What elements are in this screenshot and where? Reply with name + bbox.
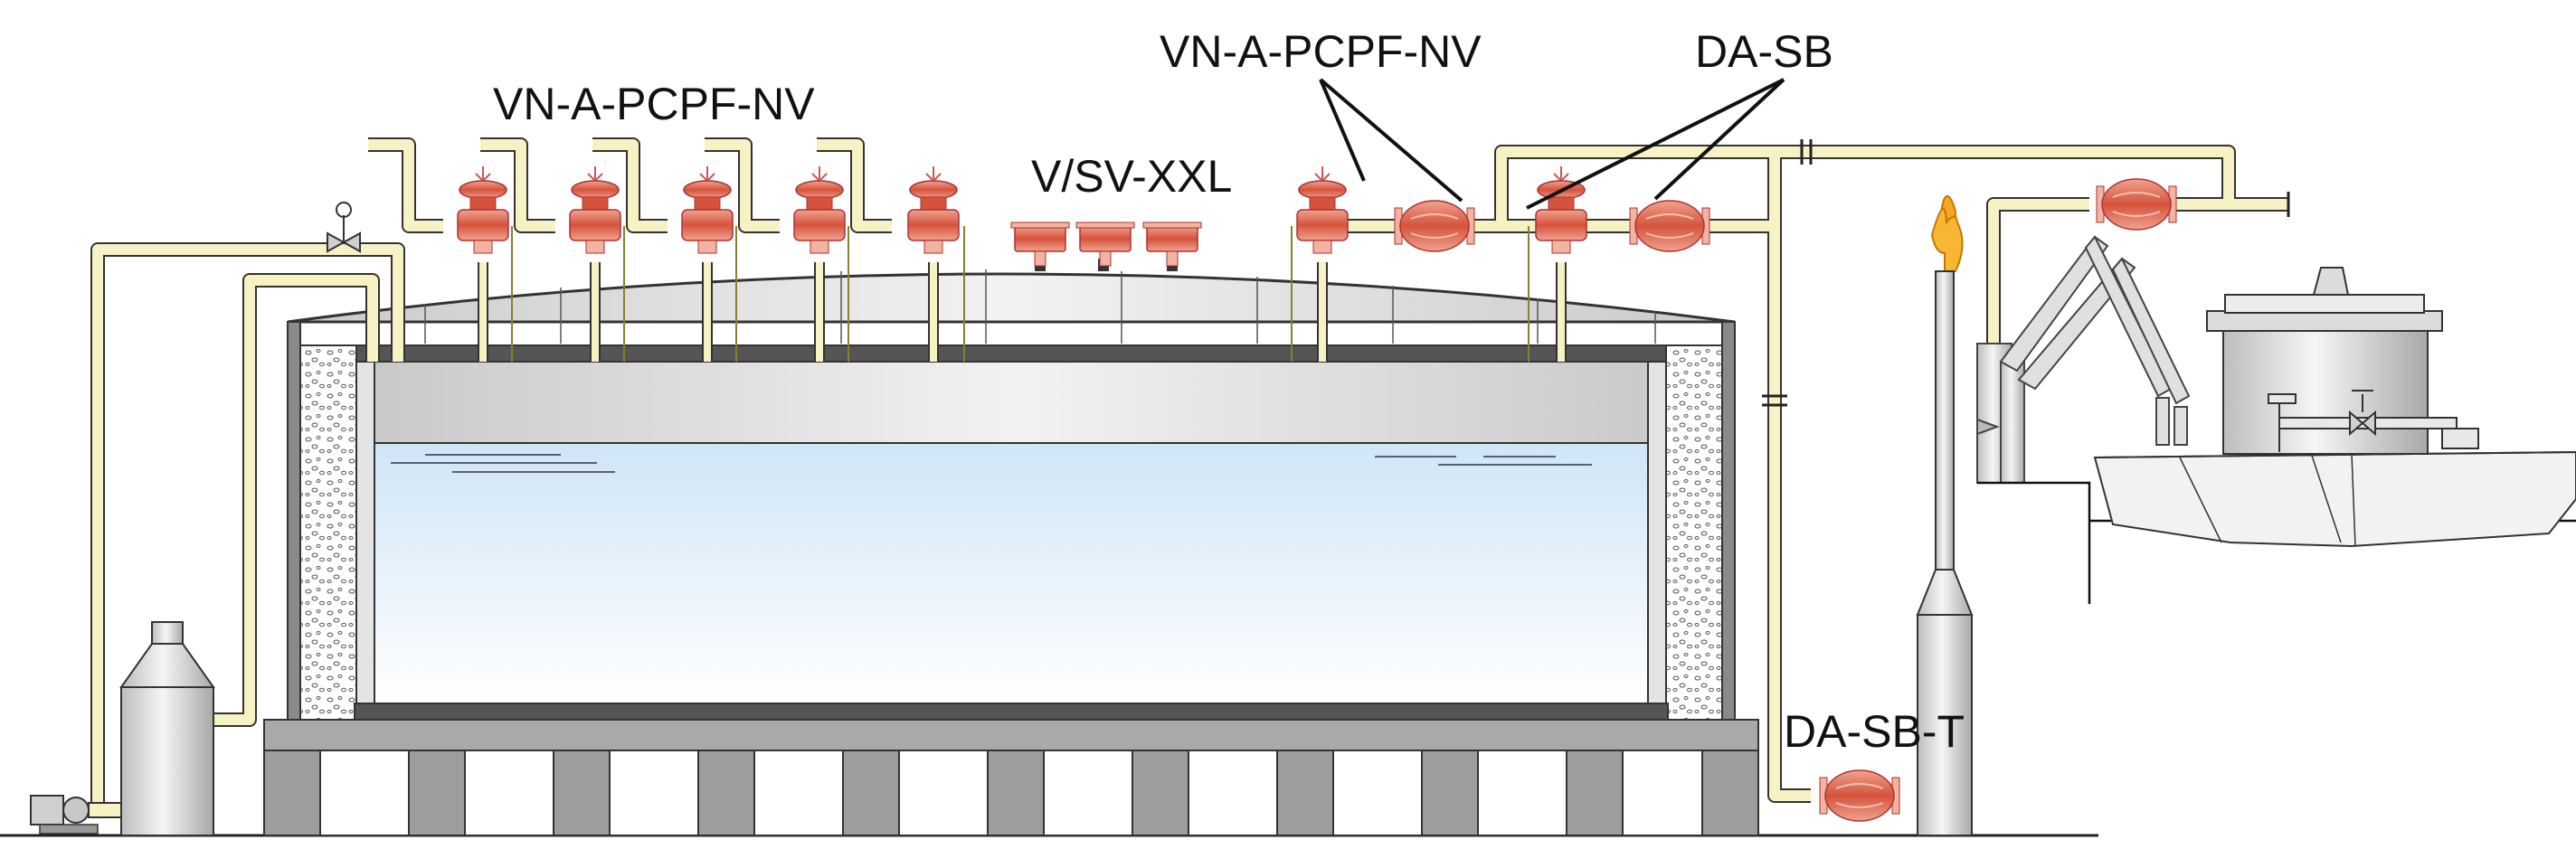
label-leaders — [1319, 78, 1785, 210]
label-da-sb: DA-SB — [1695, 26, 1833, 77]
pcpf-valve — [457, 165, 509, 254]
pcpf-valve — [907, 165, 960, 254]
da-sb-valve — [1394, 200, 1475, 252]
sv-valve — [1142, 222, 1202, 267]
loading-arms — [1976, 235, 2191, 484]
label-vn-a-pcpf-nv-left: VN-A-PCPF-NV — [493, 79, 815, 129]
tank-foundation — [263, 719, 1759, 836]
label-v-sv-xxl: V/SV-XXL — [1031, 151, 1232, 202]
outer-tank — [287, 269, 1736, 721]
da-sb-t-valve — [1819, 769, 1900, 822]
sv-valve-group — [1010, 222, 1202, 267]
sv-valve — [1010, 222, 1070, 267]
ship — [2093, 267, 2576, 548]
knockout-drum — [119, 621, 215, 836]
pcpf-valve — [1535, 165, 1587, 254]
da-sb-valve — [1629, 200, 1710, 252]
vent-pipes — [90, 137, 2290, 805]
gate-valve — [327, 202, 361, 253]
pcpf-valve — [1296, 165, 1349, 254]
label-da-sb-t: DA-SB-T — [1784, 706, 1965, 757]
inner-tank — [354, 344, 1669, 721]
pcpf-valve — [681, 165, 734, 254]
diagram-labels: VN-A-PCPF-NV V/SV-XXL VN-A-PCPF-NV DA-SB… — [493, 26, 1965, 757]
liquid-level — [374, 442, 1665, 704]
flare-stack — [1916, 195, 1974, 836]
pcpf-valve-group-left — [457, 165, 960, 254]
pcpf-valve — [793, 165, 846, 254]
blower-pump — [30, 795, 122, 835]
pcpf-valve — [569, 165, 621, 254]
da-sb-valve — [2096, 178, 2177, 231]
sv-valve — [1075, 222, 1135, 267]
label-vn-a-pcpf-nv-right: VN-A-PCPF-NV — [1160, 26, 1482, 77]
